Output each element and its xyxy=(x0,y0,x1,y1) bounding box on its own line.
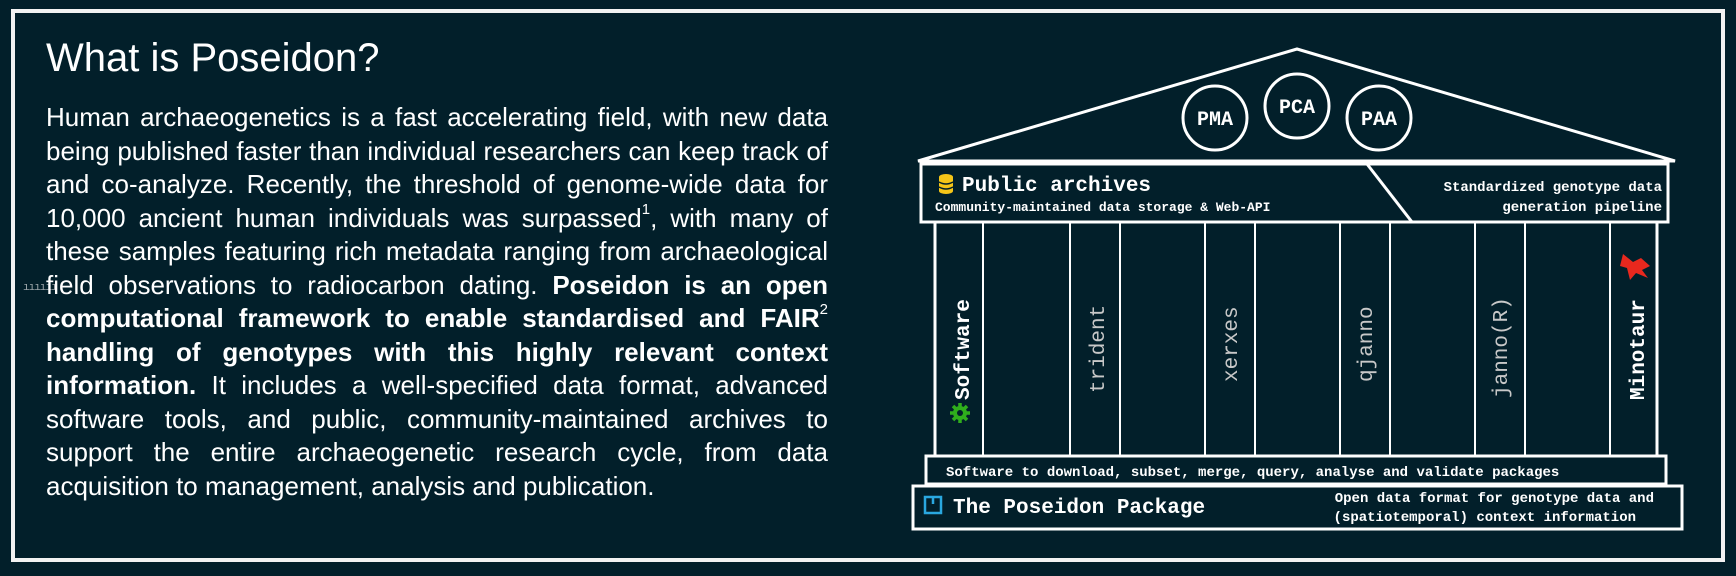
pma-label: PMA xyxy=(1197,109,1233,132)
software-label: Software xyxy=(953,299,976,400)
database-icon xyxy=(938,174,954,194)
gear-icon xyxy=(950,403,970,423)
archives-title: Public archives xyxy=(962,175,1151,198)
package-line-1: Open data format for genotype data and xyxy=(1335,491,1654,507)
footnote-2: 2 xyxy=(819,301,828,319)
description-paragraph: Human archaeogenetics is a fast accelera… xyxy=(46,101,828,503)
page-title: What is Poseidon? xyxy=(46,36,380,80)
pma-circle xyxy=(1181,84,1249,152)
archives-divider xyxy=(1365,163,1414,223)
pca-label: PCA xyxy=(1279,97,1315,120)
para-text-1: Human archaeogenetics is a fast accelera… xyxy=(46,102,828,233)
column-area xyxy=(933,220,1659,458)
pipeline-line-2: generation pipeline xyxy=(1502,200,1662,216)
archives-subtitle: Community-maintained data storage & Web-… xyxy=(935,200,1270,215)
package-icon xyxy=(923,495,943,515)
para-bold-1: Poseidon is an open computational framew… xyxy=(46,269,828,334)
slide-frame xyxy=(11,9,1725,562)
edge-marks: ıııııı xyxy=(23,282,58,294)
pca-circle xyxy=(1263,72,1331,140)
software-base-text: Software to download, subset, merge, que… xyxy=(946,465,1559,481)
paa-label: PAA xyxy=(1361,109,1397,132)
minotaur-icon xyxy=(1620,254,1650,280)
para-text-2: , with many of these samples featuring r… xyxy=(46,202,828,300)
para-text-3: It includes a well-specified data format… xyxy=(46,370,828,501)
column-qjanno: qjanno xyxy=(1356,306,1379,382)
footnote-1: 1 xyxy=(641,200,651,218)
paa-circle xyxy=(1345,84,1413,152)
para-bold-2: handling of genotypes with this highly r… xyxy=(46,336,828,401)
software-base-strip xyxy=(924,454,1668,486)
pipeline-line-1: Standardized genotype data xyxy=(1444,180,1663,196)
minotaur-label: Minotaur xyxy=(1628,299,1651,400)
column-janno-r: janno(R) xyxy=(1491,297,1514,398)
package-base xyxy=(911,484,1684,531)
column-trident: trident xyxy=(1088,305,1111,393)
package-title: The Poseidon Package xyxy=(953,497,1205,520)
temple-roof xyxy=(917,47,1676,163)
package-line-2: (spatiotemporal) context information xyxy=(1334,510,1636,526)
column-xerxes: xerxes xyxy=(1221,306,1244,382)
